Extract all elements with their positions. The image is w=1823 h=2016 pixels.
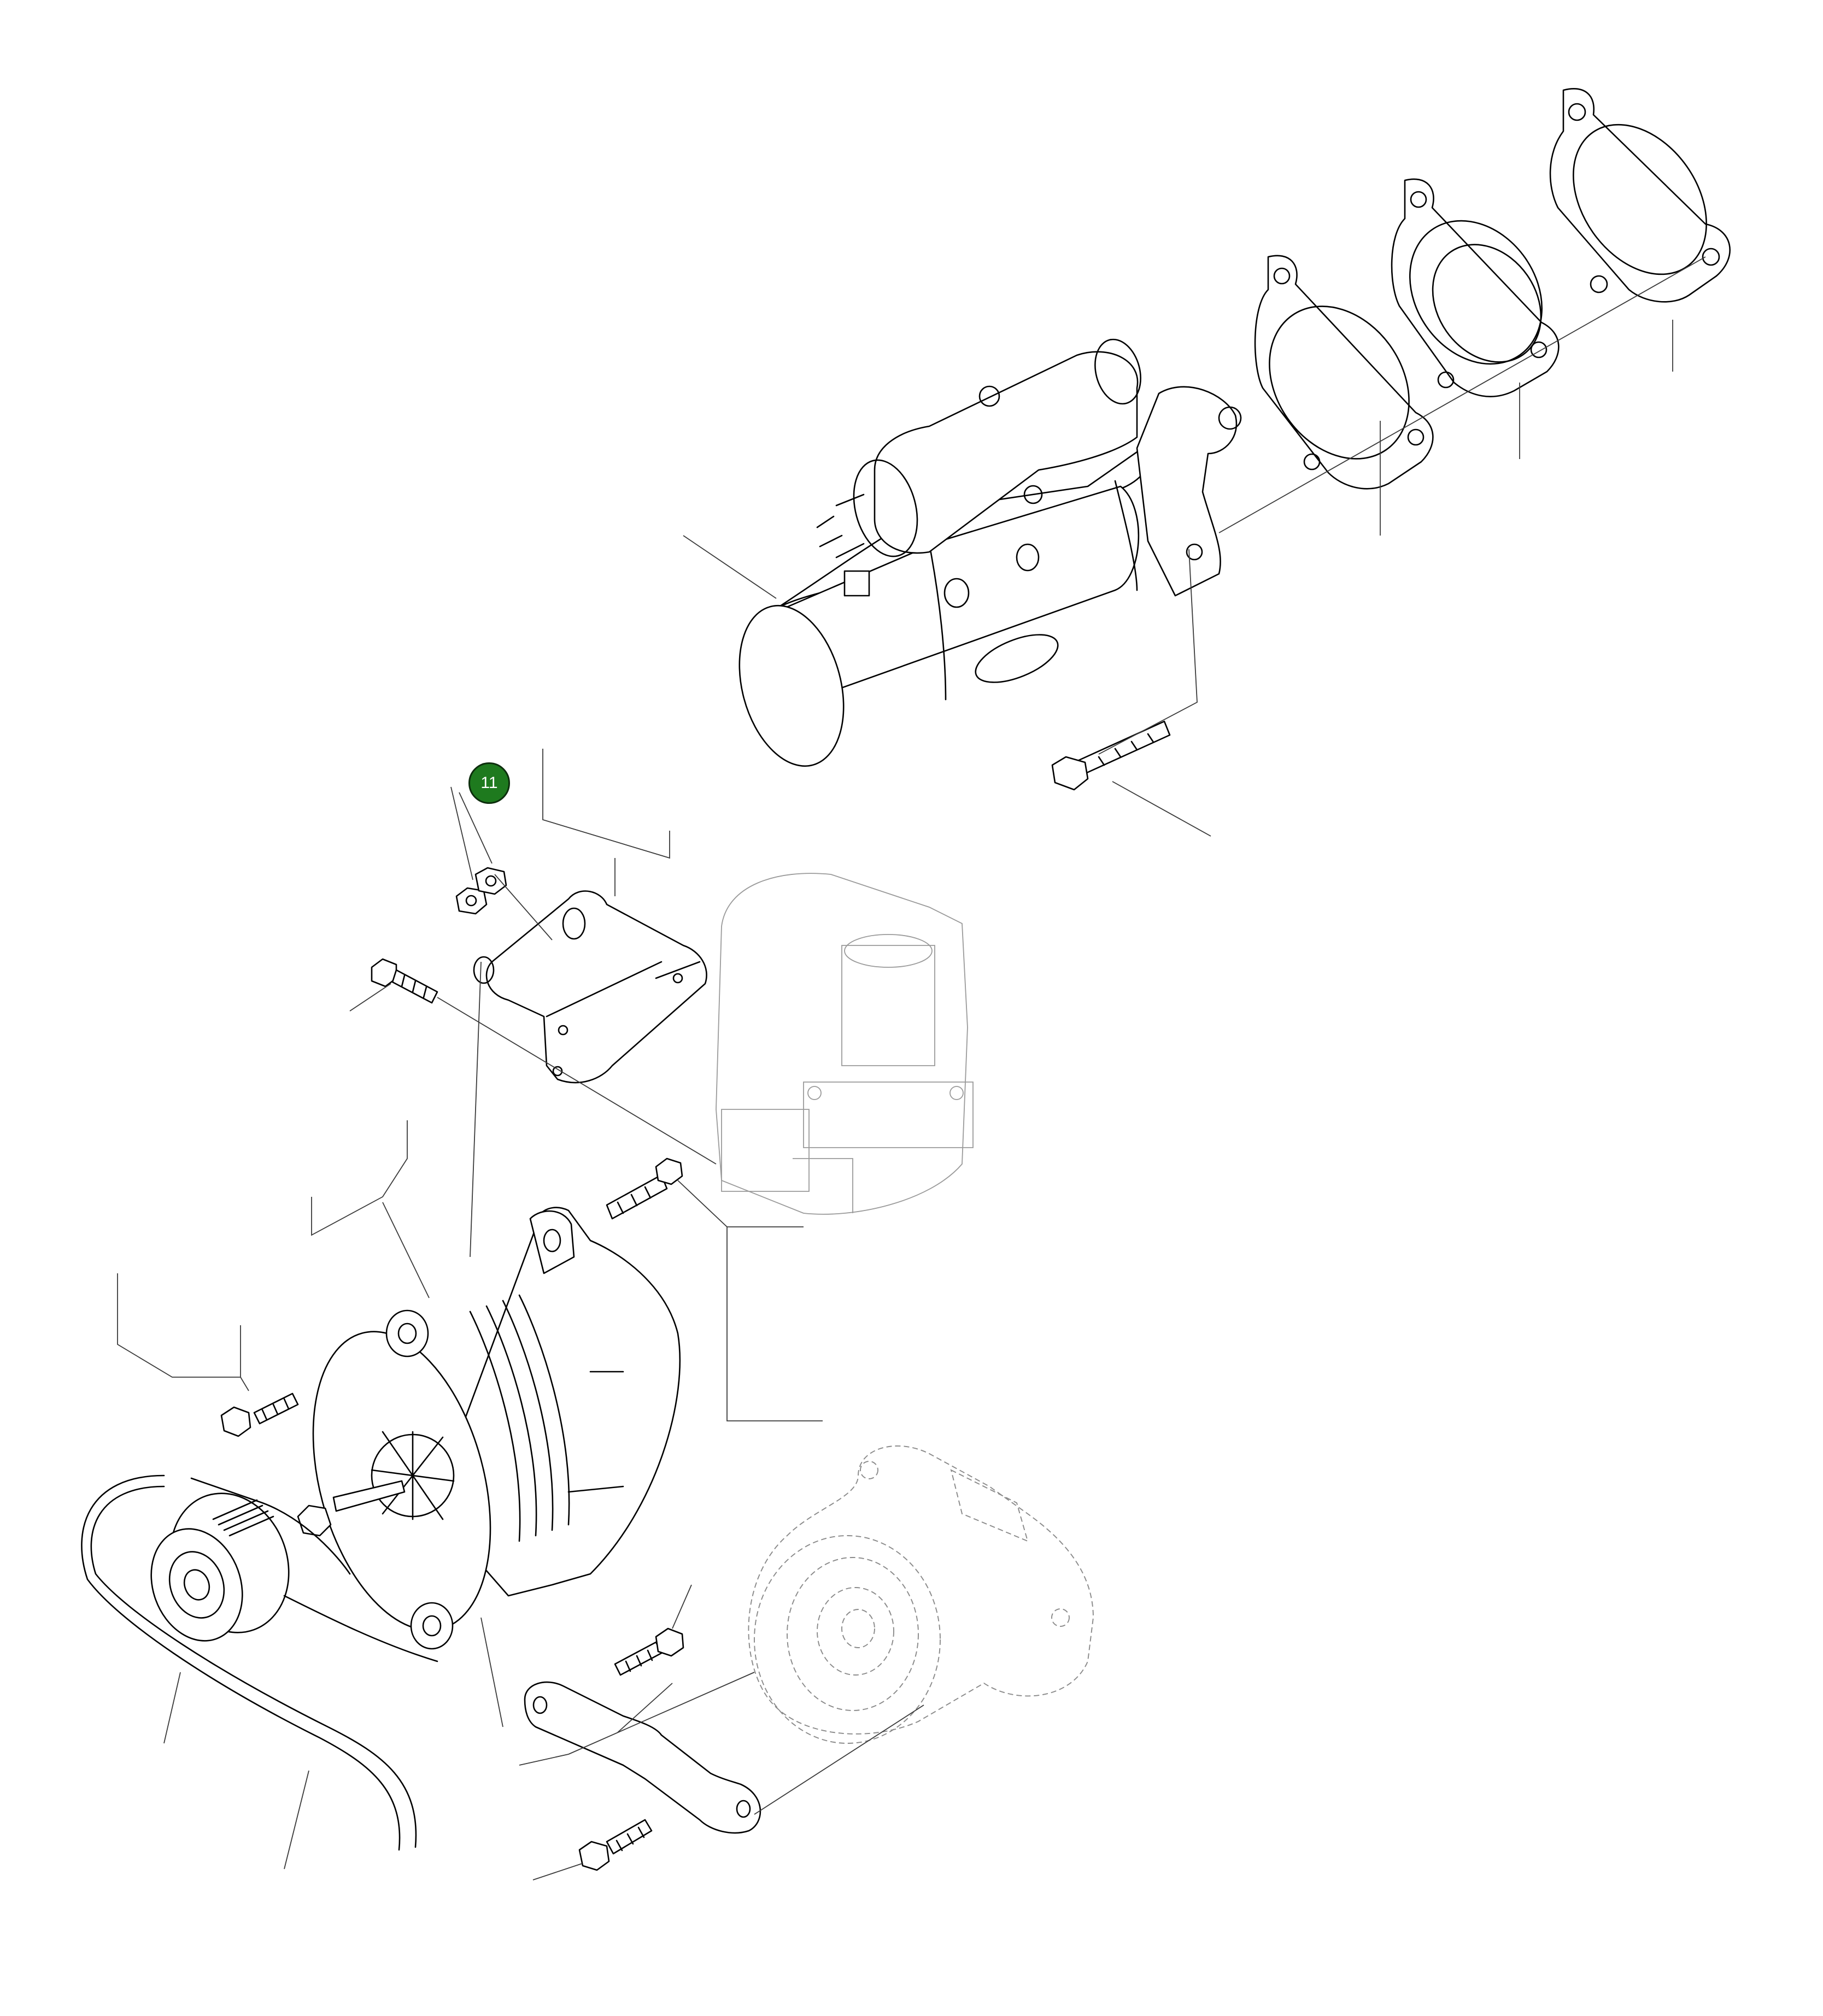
starter-mounting-bolt[interactable] — [1051, 720, 1171, 791]
alternator-upper-bolt[interactable] — [606, 1157, 683, 1220]
ghost-solenoid-housing — [716, 873, 974, 1215]
alternator-pulley[interactable] — [136, 1477, 308, 1654]
bracket-bolt[interactable] — [371, 958, 438, 1004]
alternator-left-bolt[interactable] — [220, 1392, 299, 1437]
adjusting-strap[interactable] — [524, 1681, 761, 1834]
leader-lines — [117, 256, 1706, 1880]
callout-11-label: 11 — [480, 774, 498, 792]
gasket-middle[interactable] — [1383, 178, 1569, 397]
strap-bolt-lower[interactable] — [578, 1819, 653, 1871]
drive-belt[interactable] — [81, 1474, 438, 1851]
alternator-bracket[interactable] — [473, 890, 707, 1084]
callout-11[interactable]: 11 — [468, 762, 510, 804]
starter-motor[interactable] — [723, 334, 1242, 778]
gasket-outer[interactable] — [1546, 88, 1734, 303]
nut-pair[interactable] — [455, 867, 507, 915]
gasket-inner[interactable] — [1241, 255, 1438, 490]
strap-bolt-upper[interactable] — [614, 1627, 684, 1676]
alternator[interactable] — [283, 1207, 681, 1650]
ghost-water-pump — [748, 1445, 1094, 1744]
